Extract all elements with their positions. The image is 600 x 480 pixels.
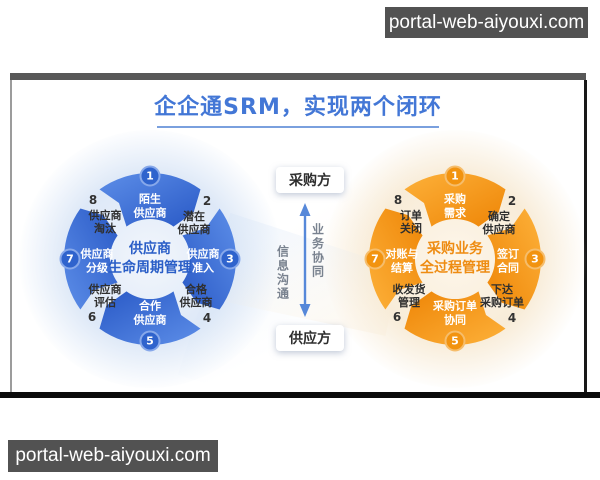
business-collaboration-label: 业务协同 [310,223,325,279]
info-communication-label: 信息沟通 [275,245,290,301]
procurement-process-diagram: 1 3 5 7 采购 需求 签订 合同 采购订单 协同 对账与 结算 2 4 6… [345,149,565,369]
wedge-label-reconciliation: 对账与 结算 [385,247,419,274]
step-badge-5: 5 [139,330,161,352]
step-number-4: 4 [202,311,212,325]
wedge-label-supplier-admission: 供应商 准入 [186,247,220,274]
slide-top-bar [10,73,586,80]
wedge-label-purchase-demand: 采购 需求 [444,192,466,219]
watermark-bottom-left: portal-web-aiyouxi.com [8,440,218,472]
slide-title: 企企通SRM，实现两个闭环 [154,95,442,120]
corner-label-confirm-supplier: 确定 供应商 [482,209,516,236]
procurement-cycle-center-title: 采购业务 全过程管理 [420,241,490,276]
step-number-2: 2 [507,194,517,208]
corner-label-potential-supplier: 潜在 供应商 [177,209,211,236]
step-badge-1: 1 [139,165,161,187]
step-number-6: 6 [87,310,97,324]
corner-label-supplier-evaluation: 供应商 评估 [88,282,122,309]
supplier-lifecycle-diagram: 1 3 5 7 陌生 供应商 供应商 准入 合作 供应商 供应商 分级 2 4 … [40,149,260,369]
slide-left-border [10,80,12,392]
step-badge-7: 7 [59,248,81,270]
double-arrow-icon [299,203,311,317]
step-number-4: 4 [507,311,517,325]
wedge-label-sign-contract: 签订 合同 [497,247,519,274]
step-badge-3: 3 [524,248,546,270]
step-number-8: 8 [393,193,403,207]
corner-label-qualified-supplier: 合格 供应商 [179,282,213,309]
wedge-label-supplier-grading: 供应商 分级 [80,247,114,274]
step-badge-1: 1 [444,165,466,187]
buyer-party-box: 采购方 [276,167,344,193]
corner-label-supplier-elimination: 供应商 淘汰 [88,208,122,235]
supplier-cycle-center-title: 供应商 生命周期管理 [108,241,192,276]
wedge-label-partner-supplier: 合作 供应商 [133,299,167,326]
wedge-label-unknown-supplier: 陌生 供应商 [133,192,167,219]
slide-bottom-border [0,392,600,398]
corner-label-shipping-receiving: 收发货 管理 [392,282,426,309]
slide-right-border [584,80,587,392]
step-number-8: 8 [88,193,98,207]
step-badge-5: 5 [444,330,466,352]
supplier-party-box: 供应方 [276,325,344,351]
slide-title-block: 企企通SRM，实现两个闭环 [12,95,584,128]
corner-label-issue-po: 下达 采购订单 [480,282,524,309]
step-number-6: 6 [392,310,402,324]
title-underline [157,126,439,128]
step-badge-3: 3 [219,248,241,270]
wedge-label-po-collaboration: 采购订单 协同 [433,299,477,326]
step-badge-7: 7 [364,248,386,270]
corner-label-order-close: 订单 关闭 [400,208,422,235]
step-number-2: 2 [202,194,212,208]
watermark-top-right: portal-web-aiyouxi.com [385,7,588,38]
